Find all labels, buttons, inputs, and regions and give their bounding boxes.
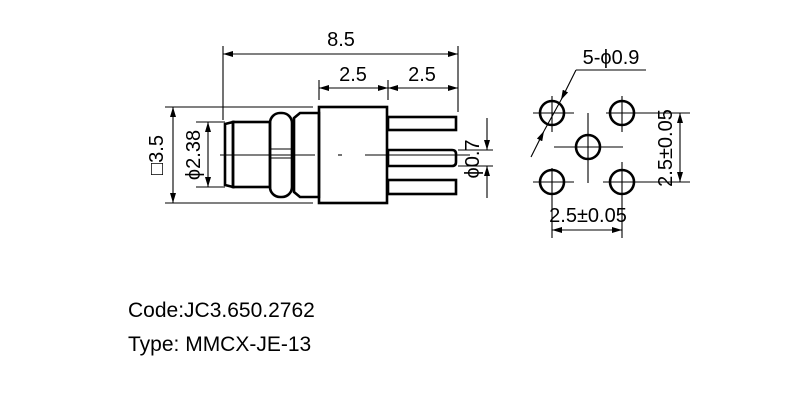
square-symbol: □	[146, 163, 168, 175]
pitch-y-dimension: 2.5±0.05	[655, 109, 677, 187]
body-diameter-label: 2.38	[183, 130, 205, 169]
svg-text:ϕ0.7: ϕ0.7	[462, 139, 484, 178]
diameter-symbol: ϕ	[462, 167, 484, 178]
side-view	[165, 46, 493, 205]
body-length-label: 2.5	[339, 64, 367, 86]
pitch-x-label: 2.5±0.05	[549, 205, 627, 227]
body-diameter-dimension: ϕ2.38	[183, 130, 205, 180]
footprint-view	[530, 69, 690, 238]
pin-diameter-label: 0.7	[462, 139, 484, 167]
pin-diameter-dimension: ϕ0.7	[462, 139, 484, 178]
svg-text:□3.5: □3.5	[146, 135, 168, 175]
square-size-label: 3.5	[146, 135, 168, 163]
pitch-y-label: 2.5±0.05	[655, 109, 677, 187]
svg-text:ϕ2.38: ϕ2.38	[183, 130, 205, 180]
overall-length-label: 8.5	[327, 29, 355, 51]
square-size-dimension: □3.5	[146, 135, 168, 175]
diameter-symbol: ϕ	[183, 169, 205, 180]
part-code: Code:JC3.650.2762	[128, 299, 315, 322]
holes-label: 5-ϕ0.9	[583, 47, 640, 69]
pin-length-label: 2.5	[408, 64, 436, 86]
part-type: Type: MMCX-JE-13	[128, 333, 312, 356]
